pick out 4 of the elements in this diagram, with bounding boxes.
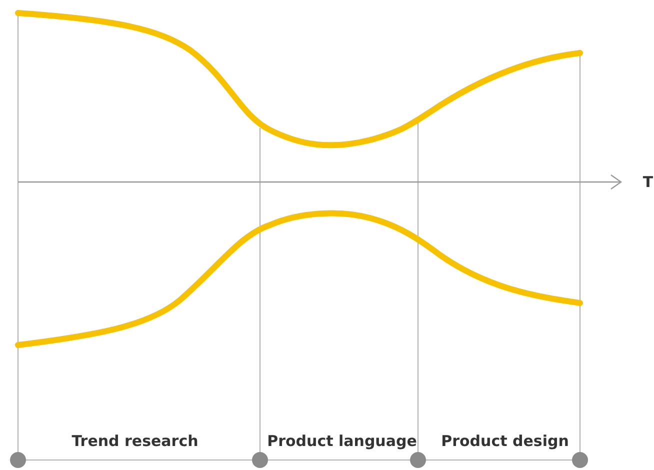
phase-label: Product language <box>267 432 417 450</box>
axis-label: T <box>642 173 654 191</box>
phase-label: Trend research <box>72 432 198 450</box>
phase-label: Product design <box>441 432 569 450</box>
